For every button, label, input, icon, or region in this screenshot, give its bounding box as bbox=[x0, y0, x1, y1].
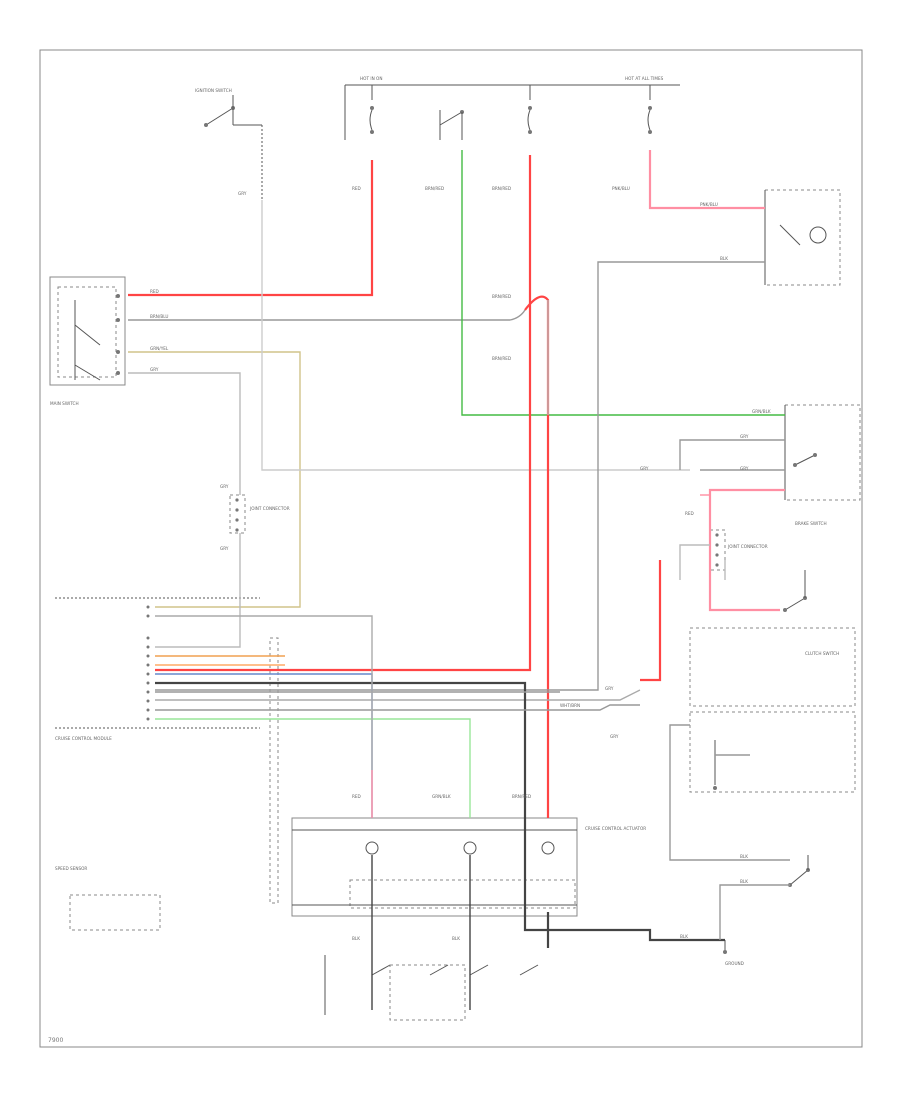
diagram-frame bbox=[39, 49, 863, 1048]
label-grn-yel: GRN/YEL bbox=[150, 346, 169, 351]
label-brn-blu: BRN/BLU bbox=[150, 314, 168, 319]
label-brn-red-3: BRN/RED bbox=[492, 294, 511, 299]
wire-green bbox=[461, 150, 785, 416]
wire-ignition-gray bbox=[261, 200, 690, 471]
label-main-switch: MAIN SWITCH bbox=[50, 401, 79, 406]
joint-connector-right bbox=[709, 529, 726, 571]
wire-gray-joint-right bbox=[679, 544, 710, 580]
ignition-switch bbox=[204, 95, 263, 200]
label-gry-joint-1: GRY bbox=[220, 484, 229, 489]
label-brake-switch: BRAKE SWITCH bbox=[795, 521, 827, 526]
wire-module-3 bbox=[155, 673, 373, 818]
right-lower-switch bbox=[689, 570, 856, 707]
wire-module-olive-short bbox=[155, 615, 373, 770]
label-ground: GROUND bbox=[725, 961, 744, 966]
label-blk-right: BLK bbox=[740, 854, 748, 859]
label-red-act: RED bbox=[352, 794, 361, 799]
wire-gray-joint bbox=[155, 533, 241, 648]
hot-in-on-fuse bbox=[344, 84, 680, 140]
wire-olive bbox=[128, 351, 301, 608]
wire-pink-lower bbox=[640, 560, 662, 682]
label-blk-buzzer: BLK bbox=[720, 256, 728, 261]
label-gry-right-3: GRY bbox=[740, 466, 749, 471]
label-speed-sensor: SPEED SENSOR bbox=[55, 866, 87, 871]
label-brn-red-1: BRN/RED bbox=[425, 186, 444, 191]
wire-module-6 bbox=[155, 704, 640, 711]
label-blk-actuator-1: BLK bbox=[352, 936, 360, 941]
wire-gray-buzzer bbox=[155, 261, 765, 691]
wire-red-module bbox=[155, 155, 532, 672]
label-hot-in-on: HOT IN ON bbox=[360, 76, 382, 81]
label-gry-right-2: GRY bbox=[640, 466, 649, 471]
wire-module-green bbox=[155, 718, 471, 818]
label-pnk-blu-2: PNK/BLU bbox=[700, 202, 718, 207]
wire-gray-main bbox=[128, 309, 526, 321]
label-brn-red-2: BRN/RED bbox=[492, 186, 511, 191]
wire-gray-right-1 bbox=[679, 439, 785, 470]
footer-code: 7900 bbox=[48, 1037, 63, 1044]
label-joint-right: JOINT CONNECTOR bbox=[727, 544, 768, 549]
label-pnk-blu: PNK/BLU bbox=[612, 186, 630, 191]
label-red-main: RED bbox=[150, 289, 159, 294]
label-clutch-switch: CLUTCH SWITCH bbox=[805, 651, 839, 656]
wire-red-main bbox=[128, 160, 374, 297]
label-joint-left: JOINT CONNECTOR bbox=[249, 506, 290, 511]
wire-right-lower-2 bbox=[719, 884, 790, 940]
buzzer-box bbox=[764, 189, 841, 286]
label-ignition: IGNITION SWITCH bbox=[195, 88, 232, 93]
label-blk-actuator-2: BLK bbox=[452, 936, 460, 941]
wire-pink-joint bbox=[708, 488, 785, 612]
label-blk-lower: BLK bbox=[680, 934, 688, 939]
wire-gray-lower-right bbox=[155, 689, 641, 701]
cruise-control-module bbox=[55, 597, 279, 904]
label-blk-right2: BLK bbox=[740, 879, 748, 884]
label-grn-blk-act: GRN/BLK bbox=[432, 794, 451, 799]
label-gry-ign: GRY bbox=[238, 191, 247, 196]
label-actuator: CRUISE CONTROL ACTUATOR bbox=[585, 826, 646, 831]
label-brn-red-4: BRN/RED bbox=[492, 356, 511, 361]
wire-red-loop bbox=[524, 295, 550, 818]
wire-pink-buzzer bbox=[648, 150, 765, 210]
relay-switch bbox=[439, 110, 464, 140]
joint-connector-left bbox=[229, 494, 246, 534]
label-gry-lower-right-2: GRY bbox=[610, 734, 619, 739]
label-wht-brn: WHT/BRN bbox=[560, 703, 580, 708]
right-switch-box bbox=[784, 404, 861, 501]
label-grn-blk: GRN/BLK bbox=[752, 409, 771, 414]
actuator-box bbox=[291, 817, 578, 917]
cruise-main-switch bbox=[49, 276, 126, 386]
wire-gray-lower bbox=[128, 372, 241, 495]
label-ctrl-module: CRUISE CONTROL MODULE bbox=[55, 736, 112, 741]
label-gry-right-1: GRY bbox=[740, 434, 749, 439]
label-gry-lower-right: GRY bbox=[605, 686, 614, 691]
hot-at-all-times-fuse bbox=[527, 85, 652, 134]
label-red-top: RED bbox=[352, 186, 361, 191]
right-lower-components bbox=[69, 711, 856, 954]
label-brn-red-act: BRN/RED bbox=[512, 794, 531, 799]
label-red-right: RED bbox=[685, 511, 694, 516]
label-gry-left: GRY bbox=[150, 367, 159, 372]
wire-right-lower-1 bbox=[669, 724, 790, 861]
bottom-switches bbox=[324, 912, 550, 1021]
label-hot-at-all-times: HOT AT ALL TIMES bbox=[625, 76, 664, 81]
label-gry-joint-2: GRY bbox=[220, 546, 229, 551]
wire-module-4 bbox=[155, 681, 725, 942]
